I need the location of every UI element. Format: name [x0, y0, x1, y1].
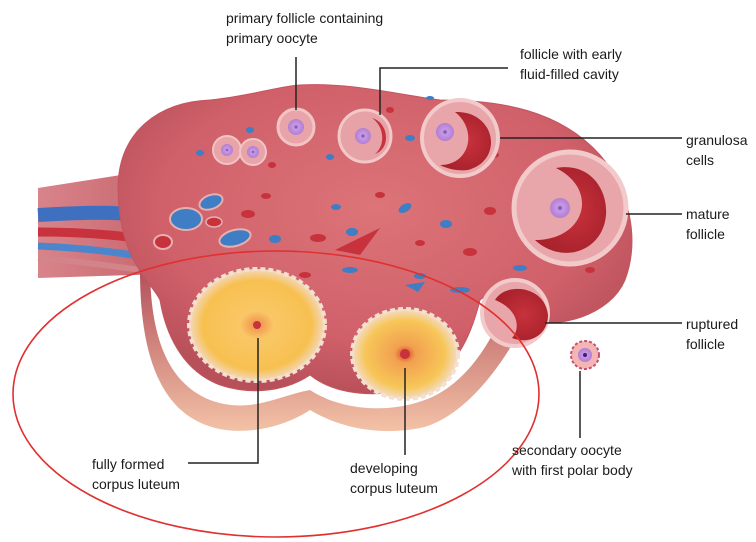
- label-secondary-oocyte-line1: secondary oocyte: [512, 440, 633, 460]
- label-developing-cl: developing corpus luteum: [350, 458, 438, 498]
- label-ruptured-follicle: ruptured follicle: [686, 314, 738, 354]
- label-mature-follicle-line1: mature: [686, 204, 730, 224]
- label-primary-follicle: primary follicle containing primary oocy…: [226, 8, 383, 48]
- early-cavity-follicle: [339, 110, 391, 162]
- corpus-luteum-fully-formed: [189, 269, 325, 381]
- label-granulosa-line1: granulosa: [686, 130, 748, 150]
- label-fully-formed-cl-line1: fully formed: [92, 454, 180, 474]
- label-mature-follicle: mature follicle: [686, 204, 730, 244]
- label-secondary-oocyte: secondary oocyte with first polar body: [512, 440, 633, 480]
- label-secondary-oocyte-line2: with first polar body: [512, 460, 633, 480]
- label-fully-formed-cl: fully formed corpus luteum: [92, 454, 180, 494]
- secondary-oocyte: [571, 341, 599, 369]
- label-developing-cl-line2: corpus luteum: [350, 478, 438, 498]
- label-early-follicle: follicle with early fluid-filled cavity: [520, 44, 622, 84]
- label-early-follicle-line2: fluid-filled cavity: [520, 64, 622, 84]
- granulosa-follicle: [422, 100, 498, 176]
- mature-follicle: [514, 152, 626, 264]
- label-primary-follicle-line1: primary follicle containing: [226, 8, 383, 28]
- label-developing-cl-line1: developing: [350, 458, 438, 478]
- label-early-follicle-line1: follicle with early: [520, 44, 622, 64]
- label-fully-formed-cl-line2: corpus luteum: [92, 474, 180, 494]
- label-granulosa: granulosa cells: [686, 130, 748, 170]
- label-ruptured-follicle-line2: follicle: [686, 334, 738, 354]
- label-primary-follicle-line2: primary oocyte: [226, 28, 383, 48]
- label-mature-follicle-line2: follicle: [686, 224, 730, 244]
- label-granulosa-line2: cells: [686, 150, 748, 170]
- label-ruptured-follicle-line1: ruptured: [686, 314, 738, 334]
